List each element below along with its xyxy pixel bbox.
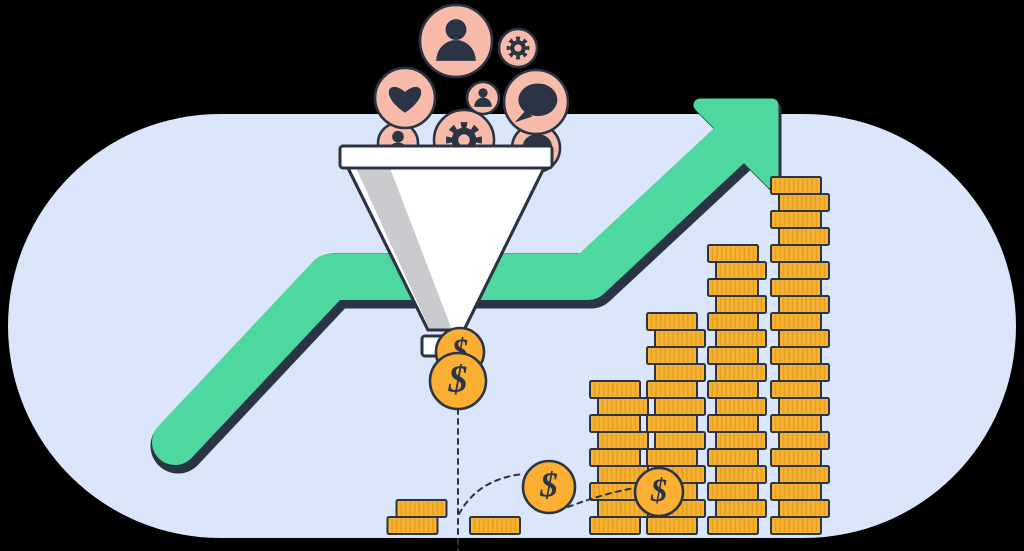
dollar-coins: $$$$ (428, 326, 685, 518)
coin-slab (654, 329, 706, 348)
coin-slab (646, 414, 698, 433)
coin-slab (778, 465, 830, 484)
coin-disc-midair: $ (521, 459, 577, 515)
icon-bubble-heart (373, 66, 437, 130)
coin-slab (707, 380, 759, 399)
gear-icon-hub (458, 134, 470, 146)
coin-slab (646, 312, 698, 331)
trajectory-arc-left (458, 473, 524, 515)
coin-slab (778, 227, 830, 246)
coin-slab (707, 244, 759, 263)
coin-slab (589, 448, 641, 467)
coin-slab (395, 499, 448, 518)
icon-glyph-person (474, 88, 492, 107)
coin-slab (386, 516, 439, 535)
coin-stack-ground-a (386, 499, 448, 535)
icon-bubble-person-tiny (465, 80, 501, 116)
funnel-shading (356, 168, 452, 330)
gear-icon-hub (514, 44, 522, 52)
coin-slab (646, 448, 698, 467)
icon-glyph-heart (388, 86, 422, 113)
person-icon-head (478, 88, 488, 98)
coin-slab (715, 499, 767, 518)
coin-slab (778, 431, 830, 450)
chat-icon (518, 83, 558, 117)
coin-slab (646, 380, 698, 399)
heart-icon (388, 86, 422, 113)
coin-slab (770, 448, 822, 467)
coin-trajectories (457, 408, 635, 551)
coin-stack-3 (707, 244, 767, 535)
coin-slab (778, 363, 830, 382)
coin-stack-1 (589, 380, 649, 535)
coin-slab (715, 465, 767, 484)
coin-slab (707, 482, 759, 501)
coin-slab (654, 397, 706, 416)
icon-glyph-chat (514, 83, 558, 123)
icon-bubbles-above-funnel (373, 3, 570, 136)
coin-stack-4 (770, 176, 830, 535)
coin-slab (770, 482, 822, 501)
coin-slab (715, 397, 767, 416)
coin-slab (778, 261, 830, 280)
coin-slab (770, 210, 822, 229)
coin-slab (778, 499, 830, 518)
coin-slab (589, 414, 641, 433)
coin-stack-ground-b (469, 516, 521, 535)
coin-slab (770, 176, 822, 195)
coin-slab (715, 363, 767, 382)
coin-slab (589, 380, 641, 399)
coin-disc-landing: $ (633, 466, 685, 518)
coin-slab (707, 346, 759, 365)
person-icon-body (474, 97, 492, 107)
funnel-rim (338, 144, 554, 170)
coin-slab (707, 448, 759, 467)
coin-slab (646, 516, 698, 535)
trajectory-arc-right (567, 487, 635, 508)
coin-slab (770, 312, 822, 331)
coin-slab (654, 431, 706, 450)
coin-disc-falling: $ (428, 351, 488, 411)
coin-slab (770, 346, 822, 365)
coin-slab (715, 261, 767, 280)
person-icon-head (445, 19, 467, 40)
icon-bubble-chat (502, 68, 570, 136)
coin-slab (770, 278, 822, 297)
coin-slab (778, 397, 830, 416)
coin-slab (770, 380, 822, 399)
coin-slab (469, 516, 521, 535)
coin-slab (715, 431, 767, 450)
icon-glyph-gear (506, 36, 530, 60)
coin-disc-midair-symbol: $ (539, 466, 558, 505)
coin-disc-midair-disc (521, 459, 577, 515)
coin-slab (707, 414, 759, 433)
coin-slab (770, 414, 822, 433)
coin-slab (707, 312, 759, 331)
icon-glyph-person (436, 19, 476, 61)
coin-slab (715, 329, 767, 348)
coin-disc-landing-symbol: $ (650, 473, 667, 509)
coin-slab (589, 516, 641, 535)
coin-disc-falling-symbol: $ (448, 358, 468, 400)
icon-bubble-person-large (418, 3, 494, 79)
coin-slab (597, 431, 649, 450)
person-icon-head (392, 130, 404, 143)
coin-slab (715, 295, 767, 314)
coin-slab (597, 397, 649, 416)
coin-disc-falling-disc (428, 351, 488, 411)
coin-slab (778, 193, 830, 212)
coin-slab (770, 244, 822, 263)
coin-disc-landing-disc (633, 466, 685, 518)
coin-slab (707, 516, 759, 535)
chat-icon-tail (514, 110, 533, 123)
coin-slab (778, 295, 830, 314)
coin-slab (770, 516, 822, 535)
coin-slab (707, 278, 759, 297)
coin-slab (654, 363, 706, 382)
coin-slab (646, 346, 698, 365)
icon-bubble-gear-small (497, 27, 539, 69)
coin-slab (778, 329, 830, 348)
person-icon-body (436, 39, 476, 61)
